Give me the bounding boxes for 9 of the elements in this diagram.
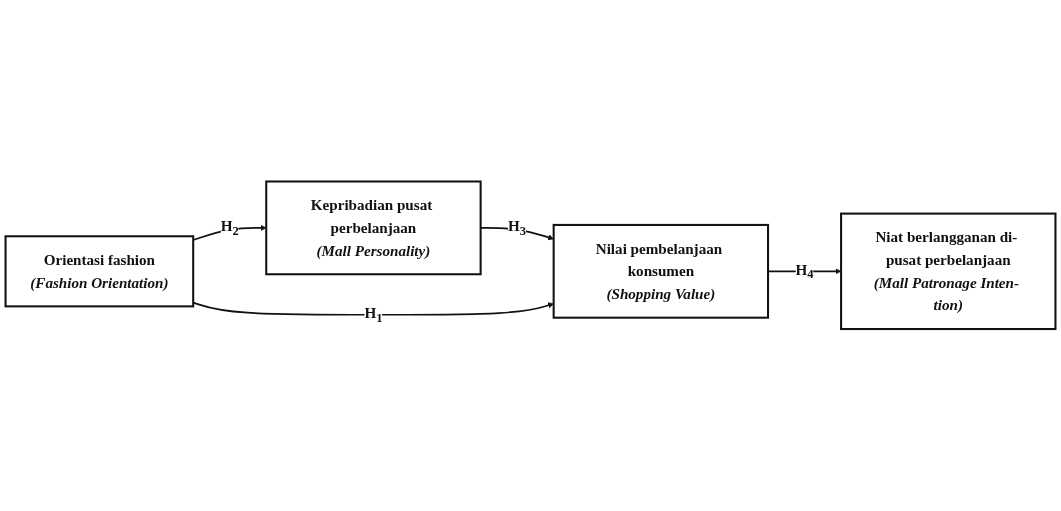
node-box: Niat berlangganan di- pusat perbelanjaan (Mall Patronage Inten- tion) — [840, 212, 1057, 331]
node-box: Kepribadian pusat perbelanjaan (Mall Personality) — [265, 180, 482, 276]
edge-label: H$_{2}$ — [220, 217, 239, 239]
edge-label: H$_{4}$ — [795, 261, 814, 282]
edge-label: H$_{3}$ — [508, 217, 527, 239]
node-box: Orientasi fashion (Fashion Orientation) — [4, 235, 195, 308]
node-box: Nilai pembelanjaan konsumen (Shopping Value) — [552, 224, 770, 319]
arrow — [192, 301, 554, 316]
edge-label: H$_{1}$ — [364, 304, 383, 325]
